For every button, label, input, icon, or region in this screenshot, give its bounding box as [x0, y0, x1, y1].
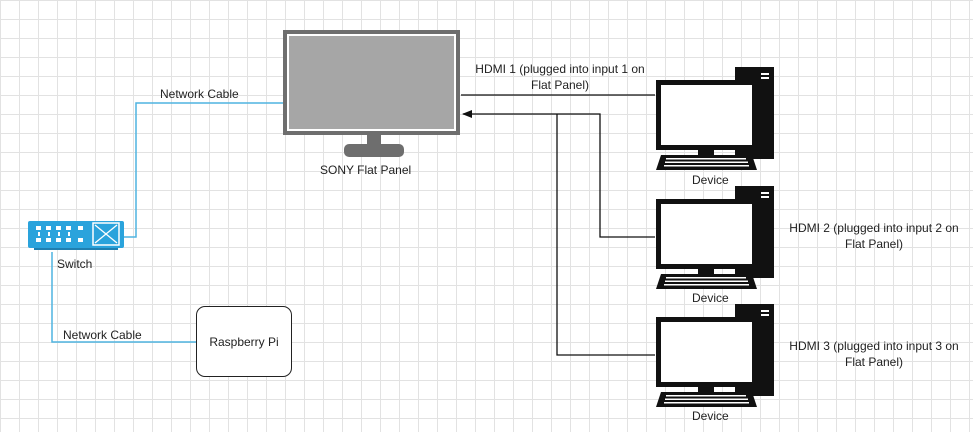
desktop-computer-icon[interactable]: [656, 67, 774, 170]
network-cable-bottom-label: Network Cable: [63, 328, 142, 342]
desktop-computer-icon[interactable]: [656, 304, 774, 407]
hdmi-cable-3[interactable]: [556, 114, 655, 356]
monitor-icon[interactable]: [283, 30, 460, 157]
device-3-label: Device: [692, 409, 729, 423]
device-2-label: Device: [692, 291, 729, 305]
hdmi-cable-2[interactable]: [462, 110, 655, 238]
network-cable-switch-to-panel[interactable]: [124, 102, 284, 238]
hdmi-1-label: HDMI 1 (plugged into input 1 on Flat Pan…: [475, 62, 645, 92]
network-cable-switch-to-pi[interactable]: [51, 252, 196, 343]
flat-panel-label: SONY Flat Panel: [320, 163, 412, 177]
network-switch-icon[interactable]: [28, 221, 124, 250]
hdmi-2-label: HDMI 2 (plugged into input 2 on Flat Pan…: [789, 221, 959, 251]
raspberry-pi-label: Raspberry Pi: [209, 334, 279, 349]
raspberry-pi-node[interactable]: Raspberry Pi: [196, 306, 292, 377]
desktop-computer-icon[interactable]: [656, 186, 774, 289]
network-cable-top-label: Network Cable: [160, 87, 239, 101]
device-1-label: Device: [692, 173, 729, 187]
hdmi-3-label: HDMI 3 (plugged into input 3 on Flat Pan…: [789, 339, 959, 369]
switch-label: Switch: [57, 257, 93, 271]
